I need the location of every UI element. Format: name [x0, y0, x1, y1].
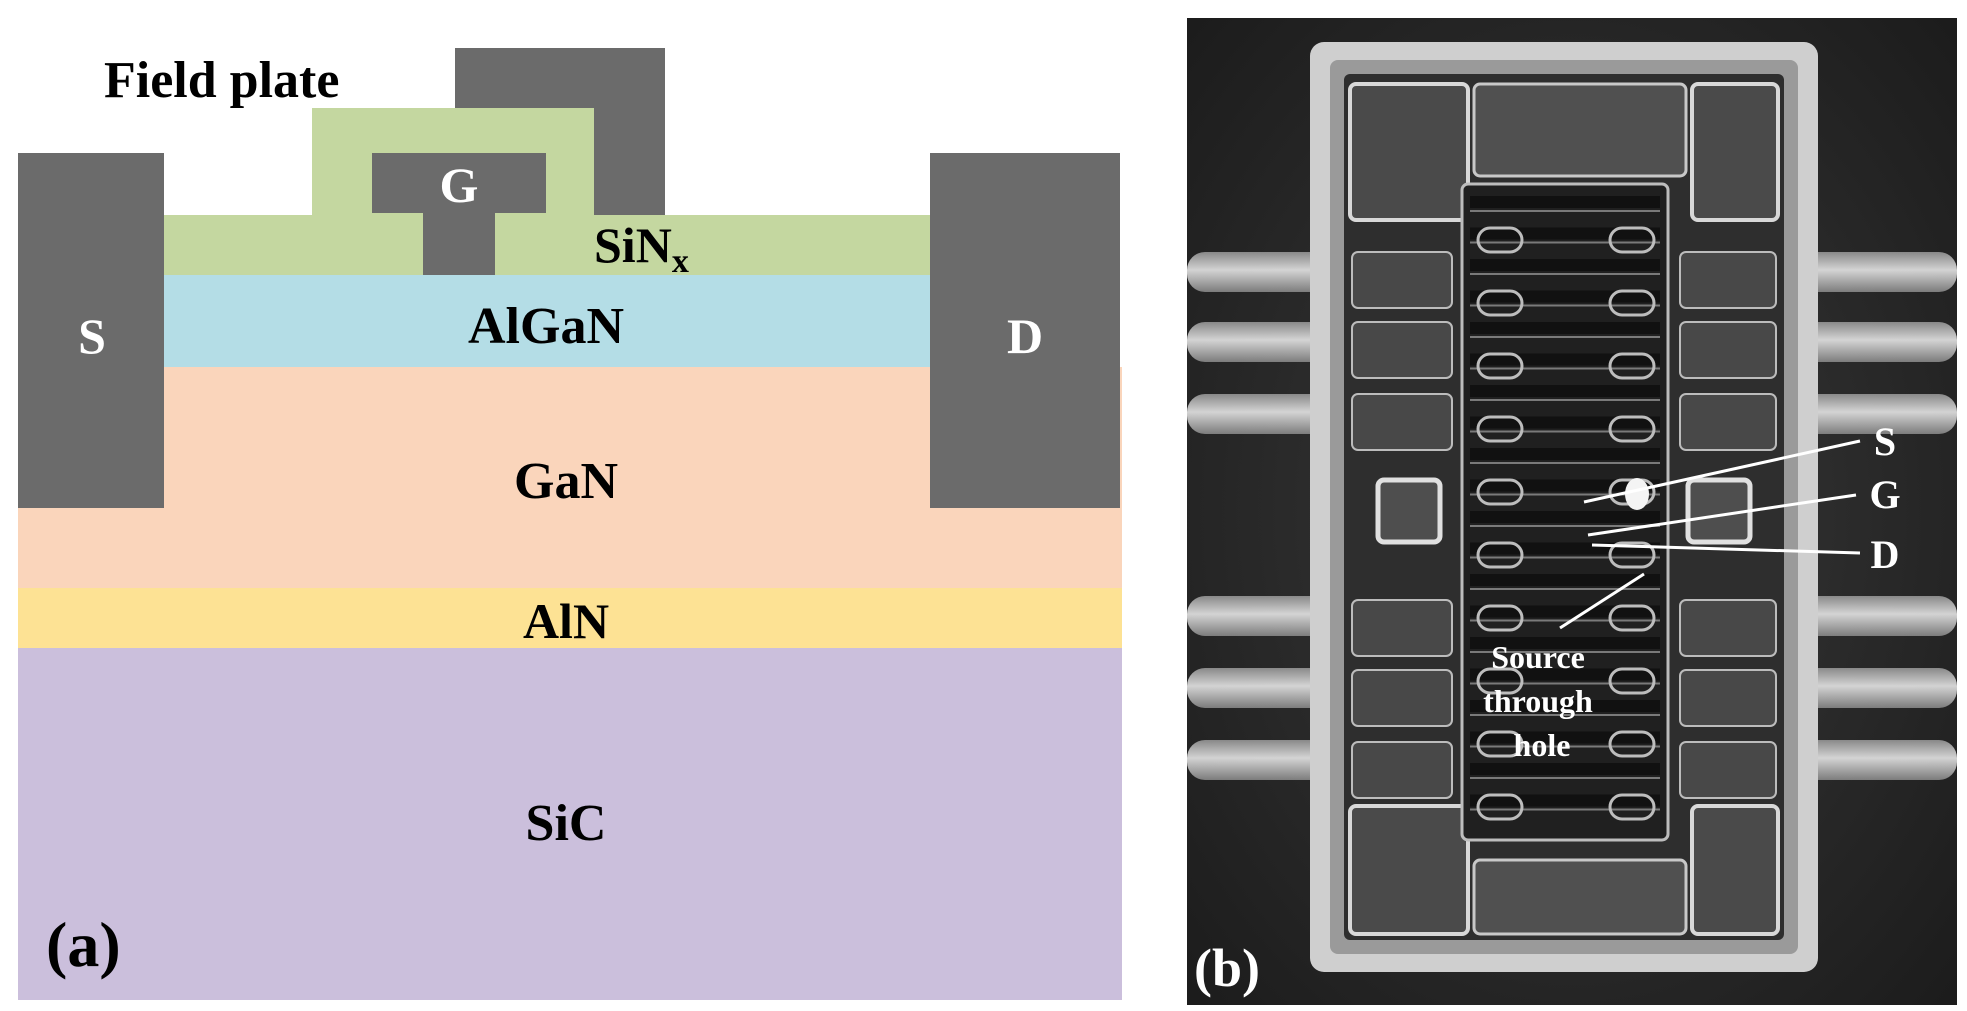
- via-right: [1608, 415, 1656, 443]
- sinx-layer: [164, 215, 930, 275]
- side-pad-left: [1351, 599, 1453, 657]
- side-pad-right: [1679, 251, 1777, 309]
- via-left: [1476, 730, 1524, 758]
- gate-pad-left: [1375, 477, 1443, 545]
- panel-a-label: (a): [46, 909, 121, 980]
- drain-contact: [930, 153, 1120, 508]
- pointer-line-source-via: [1559, 572, 1645, 630]
- label-s: S: [1874, 419, 1896, 464]
- source-contact: [18, 153, 164, 508]
- gan-label: GaN: [514, 453, 618, 510]
- label-g: G: [1869, 472, 1900, 517]
- side-pad-left: [1351, 669, 1453, 727]
- finger-dark: [1470, 448, 1660, 460]
- sic-label: SiC: [526, 795, 607, 852]
- via-left: [1476, 541, 1524, 569]
- pad-bottom-right: [1690, 804, 1780, 936]
- via-left: [1476, 478, 1524, 506]
- side-pad-left: [1351, 251, 1453, 309]
- via-left: [1476, 667, 1524, 695]
- pad-top-right: [1690, 82, 1780, 222]
- pad-bottom-center: [1472, 858, 1688, 936]
- finger-dark: [1470, 700, 1660, 712]
- via-left: [1476, 226, 1524, 254]
- finger-dark: [1470, 637, 1660, 649]
- side-pad-left: [1351, 741, 1453, 799]
- pad-bottom-left: [1348, 804, 1470, 936]
- panel-a-cross-section: Field plate G SiNx S D AlGaN GaN AlN SiC…: [18, 48, 1122, 1000]
- via-right: [1608, 352, 1656, 380]
- aln-label: AlN: [523, 593, 609, 649]
- side-pad-right: [1679, 599, 1777, 657]
- via-right: [1608, 289, 1656, 317]
- pad-top-left: [1348, 82, 1470, 222]
- via-right: [1608, 667, 1656, 695]
- pointer-line-s: [1583, 439, 1861, 504]
- panel-b-label: (b): [1194, 938, 1260, 998]
- finger-dark: [1470, 385, 1660, 397]
- panel-b-micrograph: S G D Source through hole (b): [1187, 18, 1957, 1005]
- gate-head: [372, 153, 546, 213]
- finger-dark: [1470, 511, 1660, 523]
- via-left: [1476, 793, 1524, 821]
- via-right: [1608, 604, 1656, 632]
- via-right: [1608, 226, 1656, 254]
- source-via-label: Source through hole: [1483, 639, 1601, 763]
- source-label: S: [78, 308, 106, 364]
- pad-top-center: [1472, 82, 1688, 178]
- via-left: [1476, 289, 1524, 317]
- side-pad-right: [1679, 669, 1777, 727]
- pointer-line-g: [1587, 493, 1857, 537]
- via-left: [1476, 415, 1524, 443]
- gate-foot: [423, 213, 495, 275]
- via-highlight: [1625, 478, 1649, 510]
- side-pad-right: [1679, 393, 1777, 451]
- side-pad-right: [1679, 321, 1777, 379]
- side-pad-left: [1351, 393, 1453, 451]
- finger-dark: [1470, 763, 1660, 775]
- sic-layer: [18, 648, 1122, 1000]
- sinx-label: SiNx: [594, 217, 689, 280]
- finger-array: [1470, 196, 1660, 821]
- finger-dark: [1470, 259, 1660, 271]
- pointer-line-d: [1591, 543, 1861, 555]
- finger-dark: [1470, 574, 1660, 586]
- gate-label: G: [440, 157, 479, 213]
- side-pads: [1351, 251, 1777, 799]
- algan-label: AlGaN: [468, 298, 624, 355]
- side-pad-left: [1351, 321, 1453, 379]
- via-right: [1608, 541, 1656, 569]
- via-right: [1608, 730, 1656, 758]
- finger-dark: [1470, 196, 1660, 208]
- side-pad-right: [1679, 741, 1777, 799]
- via-left: [1476, 352, 1524, 380]
- via-right: [1608, 793, 1656, 821]
- label-d: D: [1871, 532, 1900, 577]
- drain-label: D: [1007, 308, 1043, 364]
- aln-layer: [18, 588, 1122, 648]
- algan-layer: [164, 275, 930, 367]
- field-plate-label: Field plate: [104, 52, 339, 109]
- finger-dark: [1470, 322, 1660, 334]
- via-left: [1476, 604, 1524, 632]
